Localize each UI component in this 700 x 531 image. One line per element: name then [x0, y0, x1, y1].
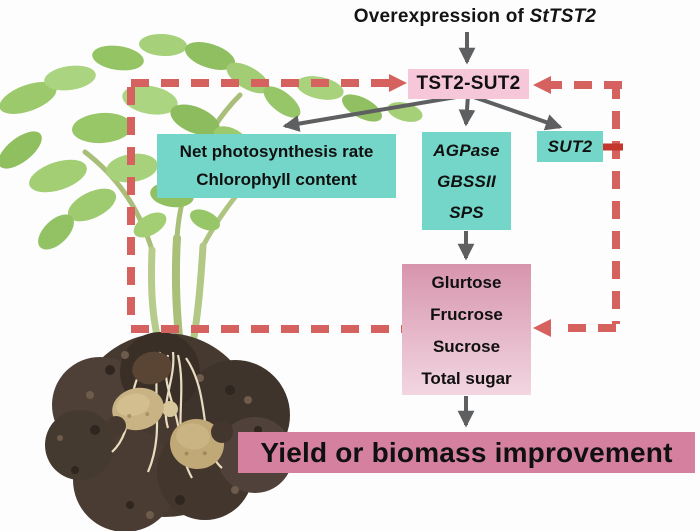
- node-sut2: SUT2: [537, 131, 603, 162]
- title-prefix: Overexpression of: [353, 6, 530, 27]
- dashed-arrowhead-into-tst2-right: [533, 76, 551, 94]
- root-crown: [132, 351, 172, 385]
- plant-foliage: [0, 33, 423, 250]
- title-gene-name: StTST2: [529, 6, 597, 27]
- potato-tuber-2: [170, 418, 224, 470]
- arrow-tst2-to-photosynthesis: [282, 93, 469, 132]
- soil-overlap: [106, 416, 126, 436]
- sugar-total: Total sugar: [421, 369, 512, 388]
- arrow-tst2-to-sut2: [467, 93, 563, 131]
- sugar-sucrose: Sucrose: [432, 337, 501, 356]
- arrow-tst2-to-enzymes: [458, 94, 476, 127]
- soil-clump: [45, 332, 293, 531]
- photosynthesis-line-1: Net photosynthesis rate: [179, 142, 374, 161]
- photosynthesis-line-2: Chlorophyll content: [196, 170, 357, 189]
- node-tst2-sut2: TST2-SUT2: [408, 69, 529, 99]
- node-sugars: Glurtose Frucrose Sucrose Total sugar: [402, 264, 531, 395]
- potato-tuber-1: [112, 387, 164, 431]
- small-tuber: [162, 401, 178, 417]
- soil-overlap: [211, 421, 233, 443]
- node-starch-enzymes: AGPase GBSSII SPS: [422, 132, 511, 230]
- figure-title: Overexpression of StTST2: [320, 6, 630, 28]
- enzyme-agpase: AGPase: [433, 141, 500, 160]
- outcome-banner: Yield or biomass improvement: [238, 432, 695, 473]
- potato-plant-illustration: [0, 33, 423, 531]
- dashed-arrowhead-into-sugars: [533, 319, 551, 337]
- sugar-frucrose: Frucrose: [430, 305, 503, 324]
- sugar-glurtose: Glurtose: [431, 273, 502, 292]
- dashed-arrowhead-into-tst2-left: [389, 74, 407, 92]
- node-photosynthesis: Net photosynthesis rate Chlorophyll cont…: [157, 134, 396, 198]
- enzyme-sps: SPS: [449, 203, 484, 222]
- enzyme-gbssii: GBSSII: [437, 172, 496, 191]
